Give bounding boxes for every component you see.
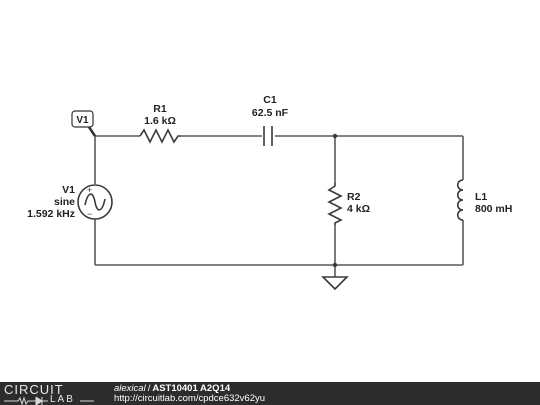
c1-name: C1: [263, 94, 277, 106]
v1-name: V1: [62, 184, 75, 196]
schematic-canvas: V1 + − V1 sine 1.592 kHz R1 1.6 kΩ C1 62…: [27, 94, 512, 291]
resistor-r2[interactable]: [327, 183, 343, 225]
c1-value: 62.5 nF: [252, 107, 289, 119]
logo-circuit-icon: [4, 396, 94, 405]
circuit-url[interactable]: http://circuitlab.com/cpdce632v62yu: [114, 393, 266, 404]
v1-frequency: 1.592 kHz: [27, 208, 75, 220]
circuitlab-logo[interactable]: CIRCUIT LAB: [4, 383, 104, 405]
r2-name: R2: [347, 191, 361, 203]
v1-type: sine: [54, 196, 75, 208]
svg-text:−: −: [87, 209, 92, 219]
ground-symbol: [321, 276, 349, 291]
l1-name: L1: [475, 191, 487, 203]
junction-top: [332, 133, 338, 139]
footer-bar: CIRCUIT LAB alexical/AST10401 A2Q14 http…: [0, 382, 540, 405]
inductor-l1[interactable]: [456, 179, 464, 221]
circuit-title: AST10401 A2Q14: [152, 383, 231, 394]
wires: [94, 135, 464, 277]
author-credit: alexical/AST10401 A2Q14: [114, 383, 231, 394]
voltage-source-v1[interactable]: + −: [77, 184, 113, 220]
r2-value: 4 kΩ: [347, 203, 370, 215]
probe-v1[interactable]: V1: [71, 110, 97, 137]
author-name[interactable]: alexical: [114, 383, 146, 394]
svg-text:+: +: [87, 185, 92, 195]
junction-bottom: [332, 262, 338, 268]
capacitor-c1[interactable]: [263, 126, 273, 146]
r1-name: R1: [153, 103, 167, 115]
r1-value: 1.6 kΩ: [144, 115, 176, 127]
resistor-r1[interactable]: [139, 128, 181, 144]
svg-text:V1: V1: [76, 115, 89, 126]
l1-value: 800 mH: [475, 203, 512, 215]
